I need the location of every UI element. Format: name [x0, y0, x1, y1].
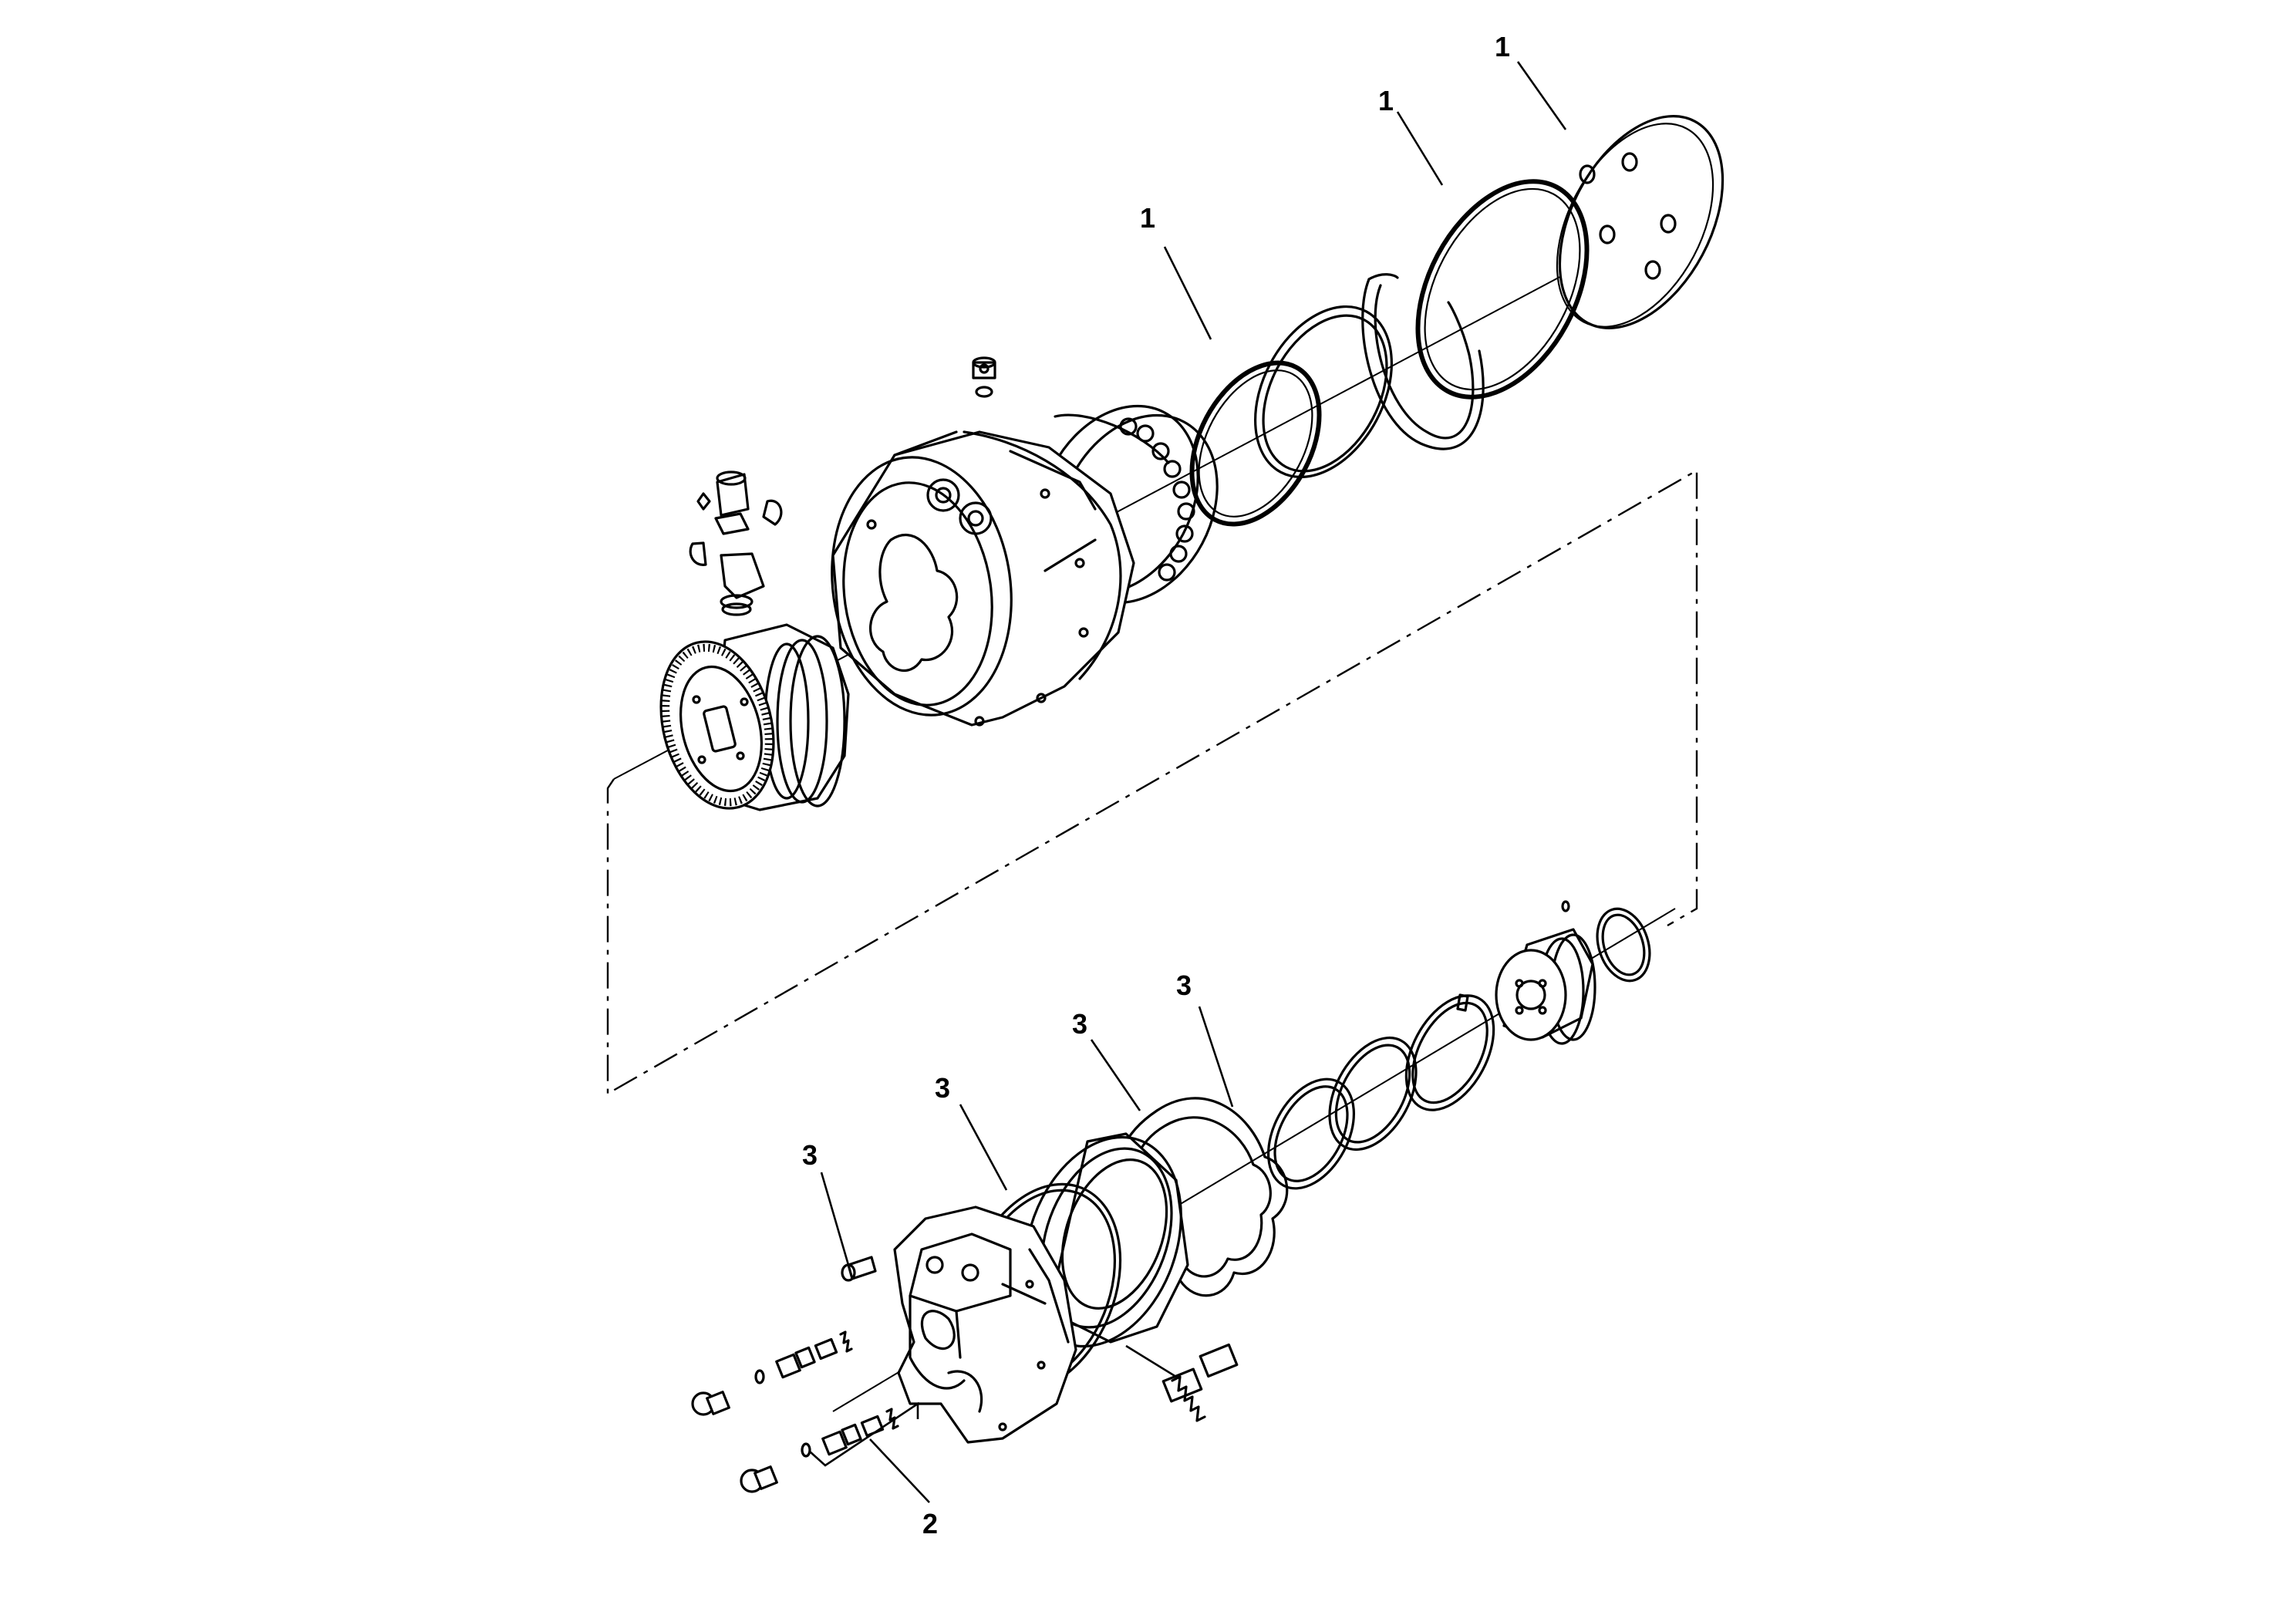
assembly-connector-dashed-line	[606, 468, 1698, 1096]
leader-line-1-a	[1163, 246, 1212, 340]
callout-3-c: 3	[1072, 1008, 1087, 1040]
cover-plate	[1556, 115, 1725, 329]
leader-line-3-a	[1198, 1006, 1234, 1108]
seal-ring-large	[1415, 179, 1590, 400]
callout-3-b: 3	[935, 1072, 950, 1104]
leader-line-1-b	[1396, 111, 1444, 186]
leader-line-3-b	[1090, 1039, 1141, 1111]
callout-3-d: 3	[1176, 969, 1192, 1001]
seal-ring-lower-1	[1404, 994, 1495, 1111]
snap-ring	[1361, 273, 1485, 450]
spring-pair	[1161, 1343, 1239, 1422]
seal-ring-medium	[1189, 360, 1322, 527]
callout-2: 2	[922, 1508, 938, 1539]
rotary-gear-group	[659, 623, 850, 811]
leader-line-2	[869, 1438, 930, 1503]
seal-ring-lower-3	[1266, 1077, 1356, 1190]
o-ring-small	[1596, 907, 1651, 983]
backup-ring	[1254, 305, 1393, 479]
leader-line-spring	[1125, 1344, 1177, 1378]
valve-piston	[1456, 900, 1596, 1045]
leader-line-1-c	[1516, 61, 1567, 130]
callout-3-a: 3	[802, 1139, 818, 1171]
relief-valve-upper	[691, 1330, 853, 1416]
check-valve-parts	[689, 470, 783, 616]
callout-1-c: 1	[1495, 31, 1510, 62]
seal-ring-lower-2	[1328, 1036, 1418, 1152]
valve-block	[893, 1206, 1077, 1444]
callout-1-a: 1	[1140, 202, 1155, 234]
callout-1-b: 1	[1378, 85, 1394, 116]
leader-line-3-c	[959, 1104, 1008, 1191]
bracket-2	[809, 1401, 919, 1467]
relief-valve-lower	[740, 1408, 899, 1493]
leader-line-3-d	[820, 1172, 850, 1266]
motor-housing	[831, 430, 1135, 727]
plug-screw	[972, 356, 996, 398]
